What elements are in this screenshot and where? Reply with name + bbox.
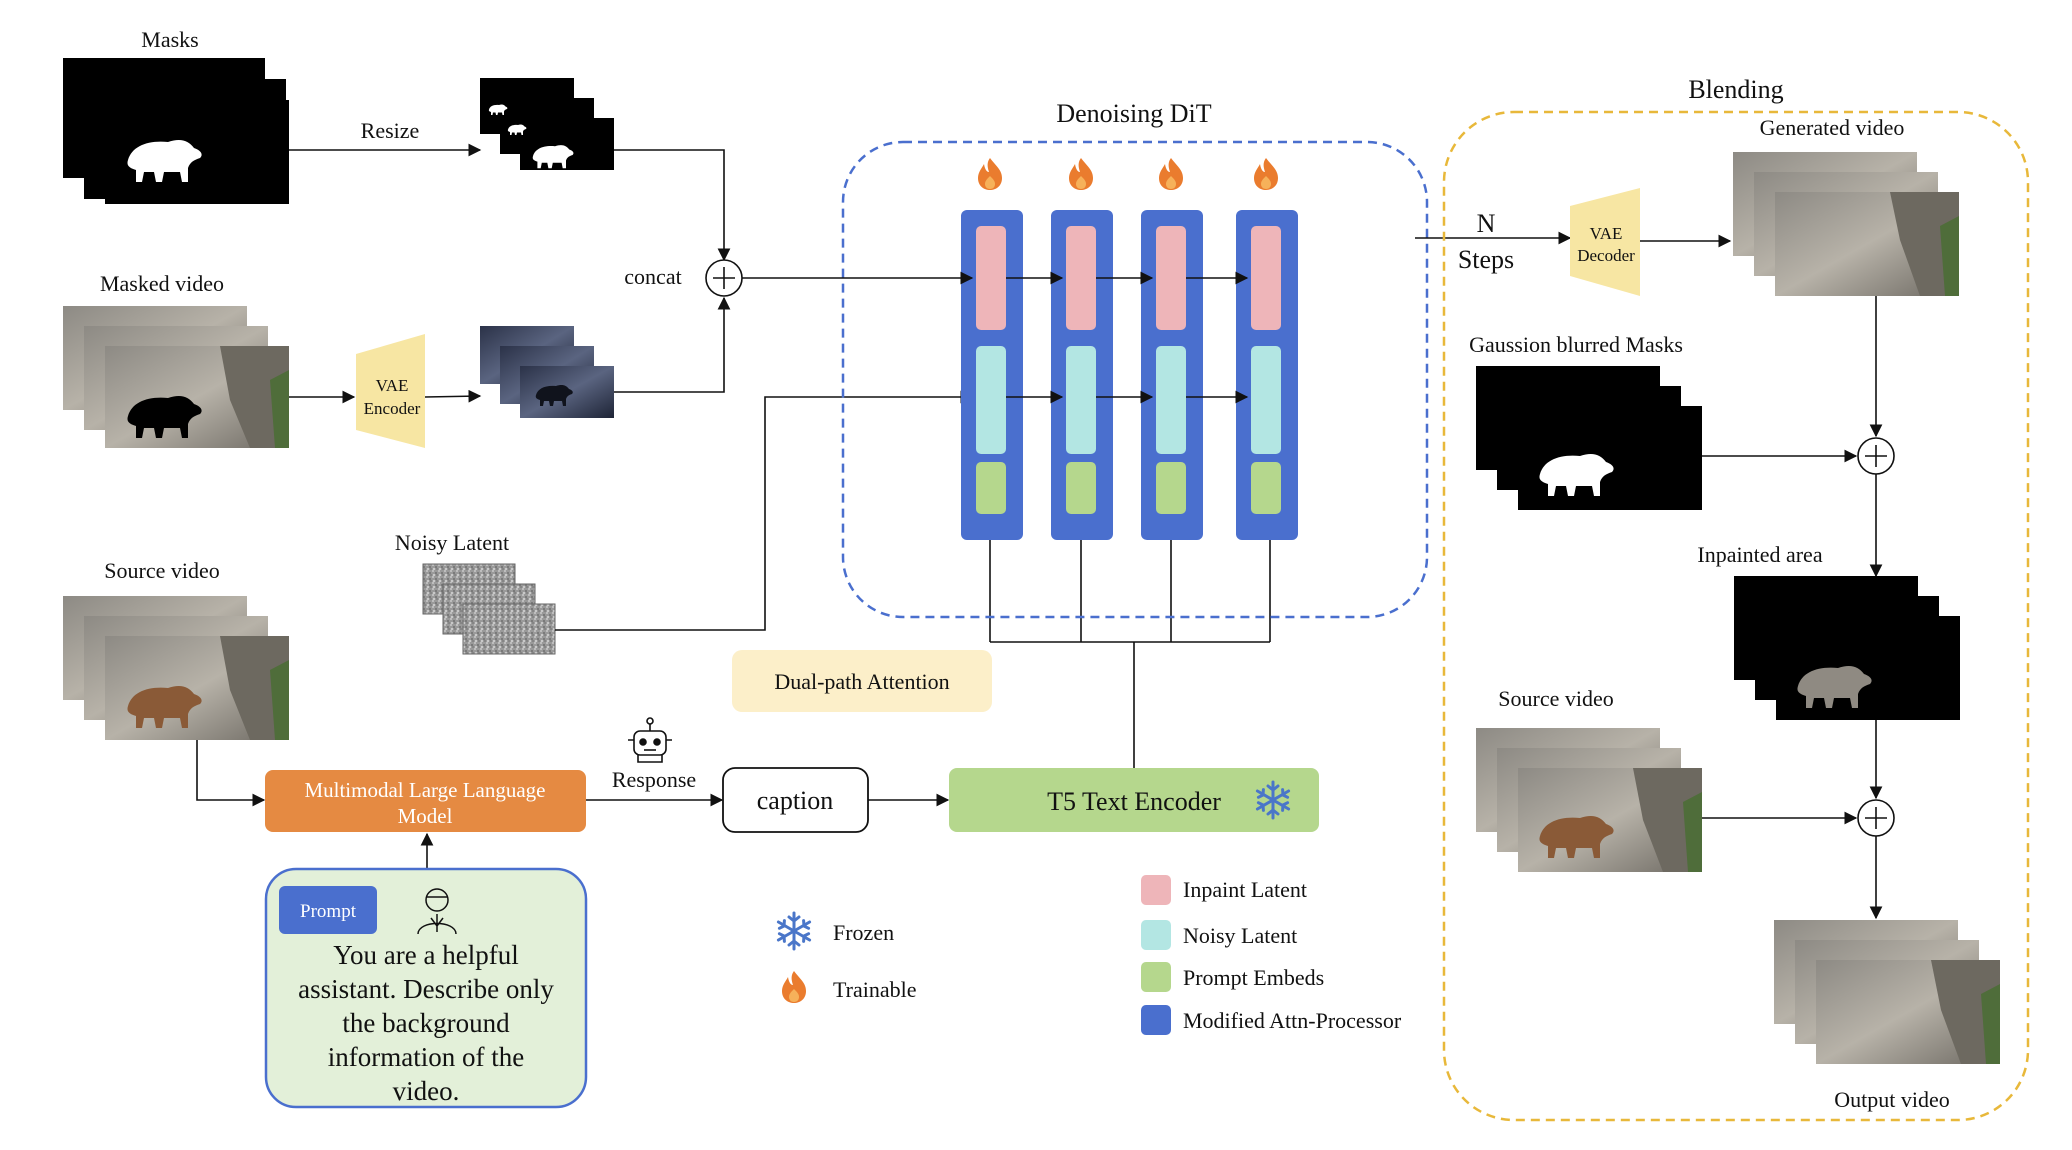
masks-stack [63,58,289,204]
inpainted-area-stack [1734,576,1960,720]
legend-item: Inpaint Latent [1141,875,1307,905]
resized-masks-stack [480,78,614,170]
steps-label: Steps [1458,245,1514,274]
dit-block [961,158,1023,540]
trainable-legend: Trainable [782,971,917,1003]
concat-label: concat [624,264,681,289]
svg-text:Multimodal Large Language: Multimodal Large Language [304,778,545,802]
masks-to-concat-line [614,149,731,262]
svg-text:Prompt: Prompt [300,901,357,922]
noisy-latent-stack [422,563,556,655]
legend-item: Prompt Embeds [1141,962,1324,992]
masked-latent-stack [480,326,614,418]
svg-text:information of the: information of the [328,1042,524,1072]
svg-text:assistant. Describe only: assistant. Describe only [298,974,554,1004]
generated-video-label: Generated video [1760,115,1905,140]
robot-icon [628,717,672,763]
svg-text:caption: caption [757,786,834,815]
svg-text:Prompt Embeds: Prompt Embeds [1183,965,1324,990]
svg-text:video.: video. [393,1076,460,1106]
noisy-latent-label: Noisy Latent [395,530,509,555]
blend-plus-icon-2 [1857,799,1895,837]
svg-text:Model: Model [398,804,453,828]
svg-text:Noisy Latent: Noisy Latent [1183,923,1297,948]
dit-block [1051,158,1113,540]
output-video-label: Output video [1834,1087,1950,1112]
dit-container [841,140,1429,619]
flame-icon [1159,158,1183,190]
generated-video-stack [1733,152,1959,296]
inpainted-area-label: Inpainted area [1697,542,1822,567]
from-vae-encoder-arrow [424,389,482,403]
masks-label: Masks [141,27,198,52]
legend-item: Modified Attn-Processor [1141,1005,1402,1035]
noisy-latent-line [555,390,974,631]
source-video-label: Source video [104,558,219,583]
dual-path-attention: Dual-path Attention [732,650,992,712]
blend-plus-icon [1857,437,1895,475]
svg-text:Trainable: Trainable [833,977,917,1002]
svg-text:VAE: VAE [376,376,409,395]
masked-video-stack [63,306,289,448]
vae-decoder: VAE Decoder [1570,188,1640,296]
svg-text:Frozen: Frozen [833,920,894,945]
response-label: Response [612,767,696,792]
resize-label: Resize [361,118,420,143]
frozen-legend: Frozen [776,911,894,951]
output-video-stack [1774,920,2000,1064]
svg-text:Modified Attn-Processor: Modified Attn-Processor [1183,1008,1402,1033]
source-video-stack [63,596,289,740]
source-video-2-label: Source video [1498,686,1613,711]
denoising-dit-label: Denoising DiT [1056,99,1211,128]
flame-icon [978,158,1002,190]
masked-video-label: Masked video [100,271,224,296]
vae-encoder: VAE Encoder [356,334,425,448]
source-video-2-stack [1476,728,1702,872]
n-label: N [1477,209,1496,238]
user-icon [417,888,457,935]
snowflake-icon [776,911,812,951]
blending-label: Blending [1688,75,1783,104]
dit-block [1141,158,1203,540]
source-to-mllm-line [196,740,266,807]
prompt-box: Prompt You are a helpful assistant. Desc… [264,867,588,1109]
gaussian-masks-label: Gaussion blurred Masks [1469,332,1683,357]
legend-item: Noisy Latent [1141,920,1297,950]
svg-text:Dual-path Attention: Dual-path Attention [774,669,949,694]
flame-icon [782,971,806,1003]
svg-text:VAE: VAE [1590,224,1623,243]
svg-text:T5 Text Encoder: T5 Text Encoder [1047,787,1221,816]
svg-text:Decoder: Decoder [1577,246,1635,265]
svg-text:the background: the background [342,1008,510,1038]
flame-icon [1069,158,1093,190]
svg-text:Inpaint Latent: Inpaint Latent [1183,877,1307,902]
svg-text:Encoder: Encoder [364,399,421,418]
concat-plus-icon [705,259,743,297]
gaussian-masks-stack [1476,366,1702,510]
t5-text-encoder: T5 Text Encoder [949,768,1319,832]
caption-box: caption [722,767,869,833]
flame-icon [1254,158,1278,190]
inter-block-arrows [1006,271,1249,404]
svg-text:You are a helpful: You are a helpful [333,940,518,970]
mllm-box: Multimodal Large Language Model [265,770,586,832]
latent-to-concat-line [614,296,731,393]
dit-block [1236,158,1298,540]
